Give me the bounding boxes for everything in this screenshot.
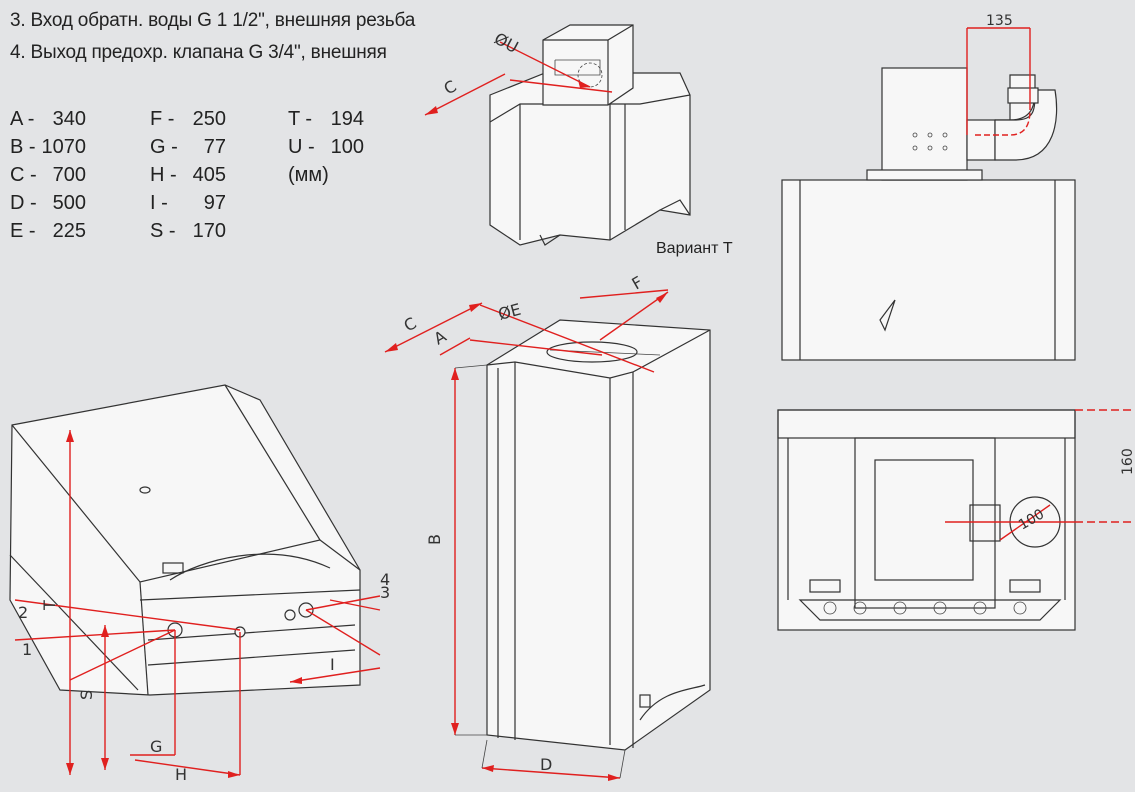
dim-row-c: C -700 <box>10 164 86 186</box>
label-c-mid: C <box>401 313 420 335</box>
dim-row-g: G -77 <box>150 136 226 158</box>
label-g: G <box>150 737 162 756</box>
label-h: H <box>175 765 187 784</box>
dim-row-e: E -225 <box>10 220 86 242</box>
label-s: S <box>77 690 96 700</box>
variant-caption: Вариант T <box>656 240 733 257</box>
dim-row-s: S -170 <box>150 220 226 242</box>
dim-row-a: A -340 <box>10 108 86 130</box>
note-return-water: 3. Вход обратн. воды G 1 1/2", внешняя р… <box>10 10 416 31</box>
label-n3: 3 <box>380 583 390 602</box>
top-view: 100 160 <box>777 409 1135 631</box>
label-c-top: C <box>441 76 460 98</box>
dim-row-t: T -194 <box>288 108 364 130</box>
label-t: T <box>40 600 59 611</box>
dim-row-u: U -100 <box>288 136 364 158</box>
dim-units: (мм) <box>288 164 329 186</box>
label-n1: 1 <box>22 640 32 659</box>
label-n2: 2 <box>18 603 28 622</box>
label-135: 135 <box>986 13 1013 29</box>
label-160: 160 <box>1120 448 1135 475</box>
label-phi-u: ØU <box>491 29 521 57</box>
label-b: B <box>425 534 444 545</box>
label-d: D <box>540 755 552 774</box>
dim-row-b: B -1070 <box>10 136 86 158</box>
label-n4: 4 <box>380 570 390 589</box>
dim-row-d: D -500 <box>10 192 86 214</box>
label-i: I <box>330 655 335 674</box>
dim-row-h: H -405 <box>150 164 226 186</box>
variant-t-perspective: ØU C <box>424 24 691 246</box>
dim-row-i: I -97 <box>150 192 226 214</box>
note-safety-valve: 4. Выход предохр. клапана G 3/4", внешня… <box>10 42 387 63</box>
front-perspective-boiler: B D C A ØE F <box>384 272 711 781</box>
side-view-flue: 135 <box>781 13 1076 361</box>
label-f: F <box>629 272 646 293</box>
rear-perspective-boiler: T S G H I 1 2 3 4 <box>9 384 390 784</box>
label-a: A <box>431 327 450 349</box>
dim-row-f: F -250 <box>150 108 226 130</box>
